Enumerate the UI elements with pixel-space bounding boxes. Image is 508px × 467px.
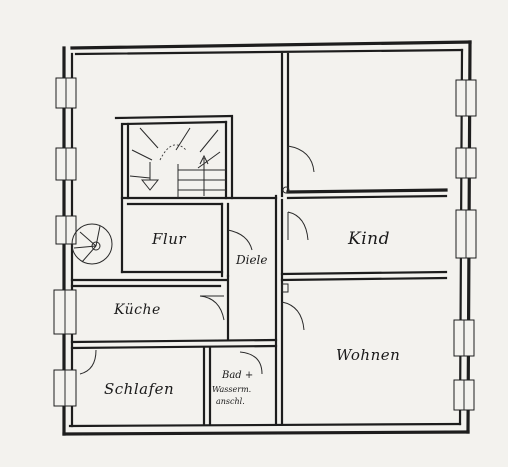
windows-right (453, 79, 477, 411)
room-label-kueche: Küche (113, 302, 161, 318)
room-label-wohnen: Wohnen (336, 346, 400, 364)
windows-left (53, 77, 77, 407)
room-label-bad-line3: anschl. (216, 397, 245, 406)
room-label-kind: Kind (347, 229, 390, 249)
room-label-bad-line2: Wasserm. (212, 385, 251, 394)
staircase (129, 127, 226, 198)
room-label-schlafen: Schlafen (104, 380, 174, 398)
room-label-bad-line1: Bad + (221, 370, 253, 381)
room-label-diele: Diele (235, 253, 268, 267)
outer-walls (62, 40, 472, 436)
door-swings (79, 145, 315, 375)
room-label-flur: Flur (151, 230, 186, 248)
spiral-stair (71, 223, 113, 265)
